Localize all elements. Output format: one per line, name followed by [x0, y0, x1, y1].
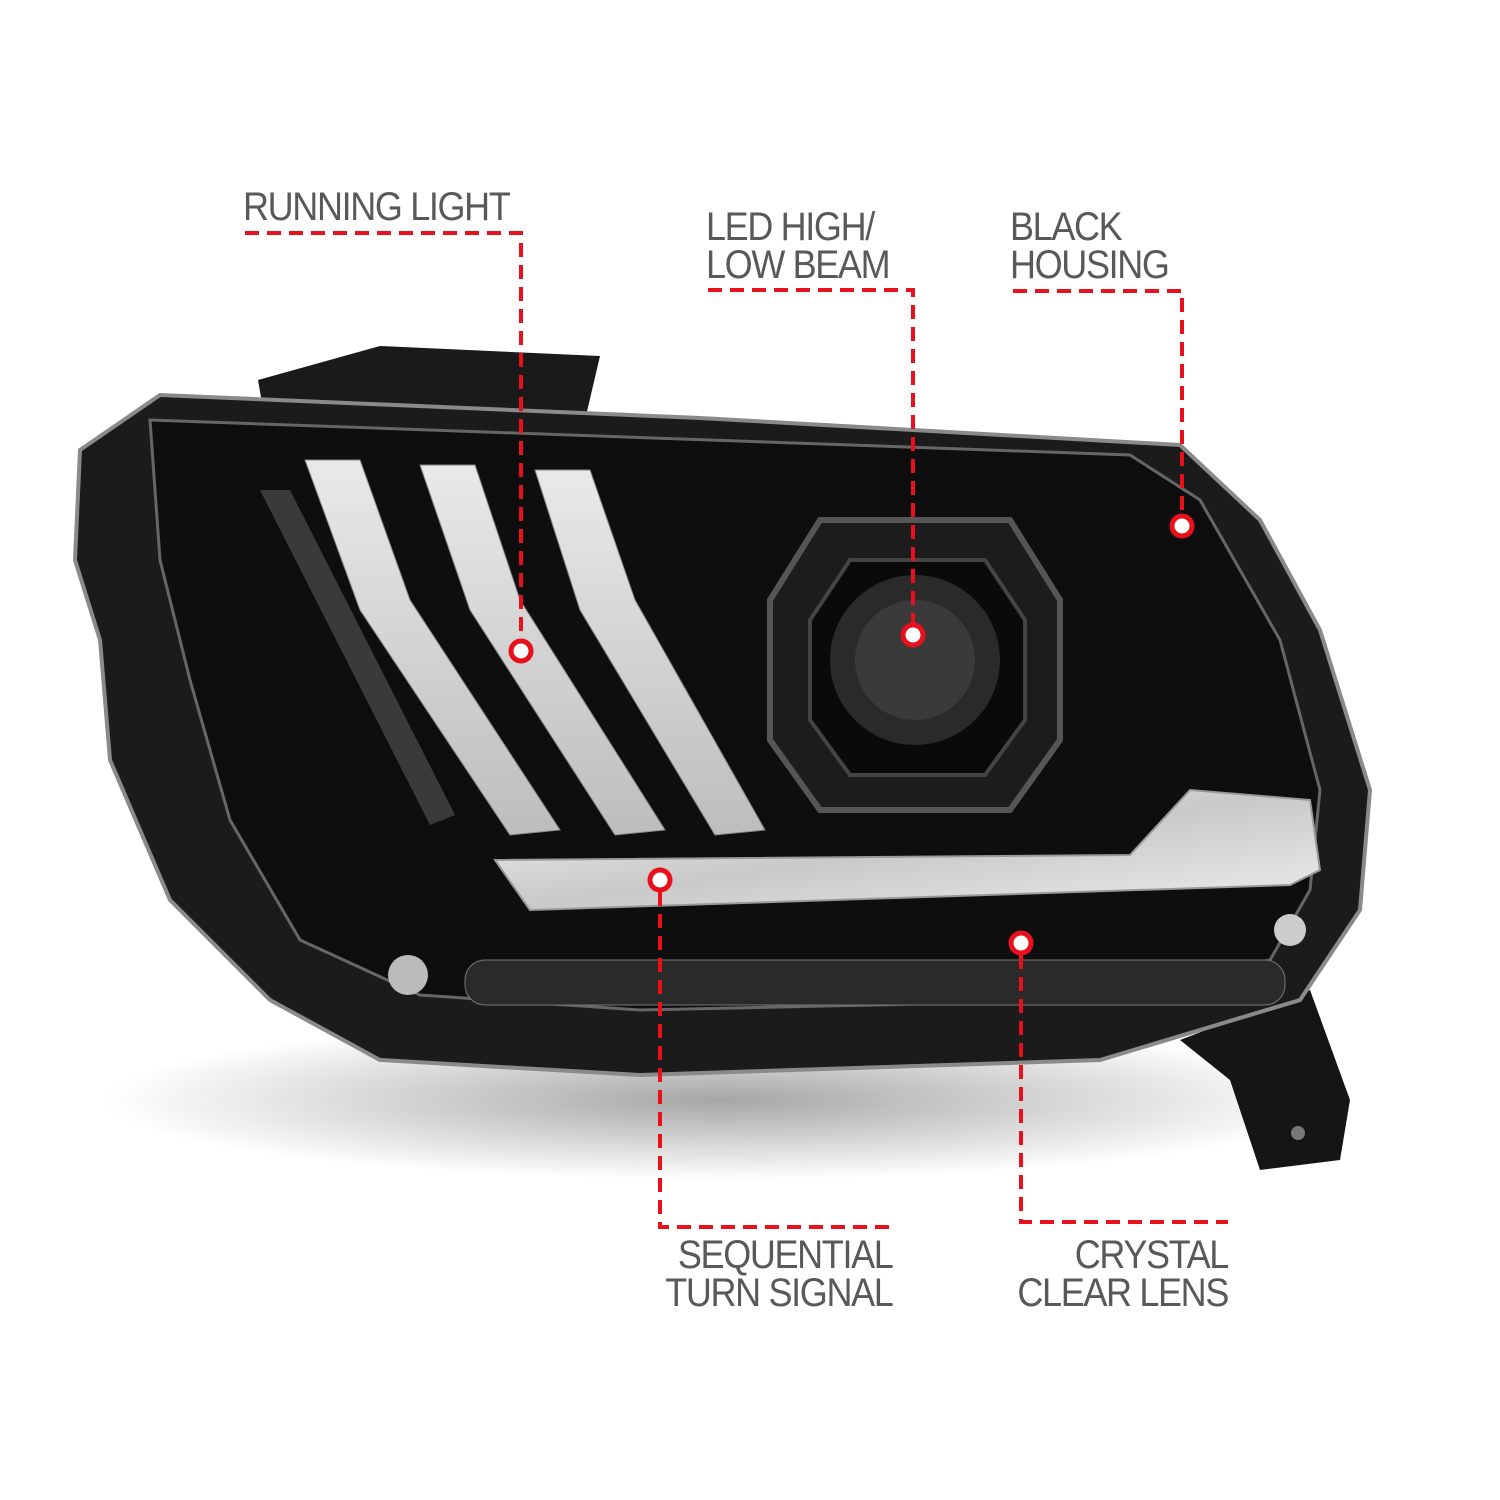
label-line: LED HIGH/: [706, 205, 875, 249]
label-line: LOW BEAM: [706, 243, 891, 287]
label-line: RUNNING LIGHT: [243, 185, 511, 229]
running-light-leader: [245, 231, 523, 640]
lens-leader: [1019, 955, 1228, 1224]
lower-bracket: [1180, 990, 1350, 1170]
running-light-dot: [508, 638, 534, 664]
lower-trim: [464, 959, 1286, 1006]
running-light-bars: [260, 459, 766, 836]
label-crystal-clear-lens: CRYSTAL CLEAR LENS: [1017, 1233, 1230, 1315]
housing-dot: [1169, 513, 1195, 539]
label-line: SEQUENTIAL: [677, 1233, 893, 1277]
housing-leader: [1013, 289, 1184, 515]
label-line: TURN SIGNAL: [664, 1271, 894, 1315]
label-sequential-turn-signal: SEQUENTIAL TURN SIGNAL: [664, 1233, 894, 1315]
turn-signal-strip: [493, 788, 1322, 912]
label-led-beam: LED HIGH/ LOW BEAM: [706, 205, 891, 287]
label-line: BLACK: [1010, 205, 1123, 249]
label-running-light: RUNNING LIGHT: [243, 185, 511, 229]
lens-dot: [1008, 930, 1034, 956]
beam-leader: [708, 288, 915, 624]
label-line: HOUSING: [1010, 243, 1170, 287]
label-line: CLEAR LENS: [1017, 1271, 1229, 1315]
turn-signal-dot: [647, 867, 673, 893]
label-line: CRYSTAL: [1074, 1233, 1230, 1277]
label-black-housing: BLACK HOUSING: [1010, 205, 1170, 287]
projector-lens: [767, 517, 1063, 813]
turn-signal-leader: [658, 892, 892, 1229]
beam-dot: [900, 622, 926, 648]
